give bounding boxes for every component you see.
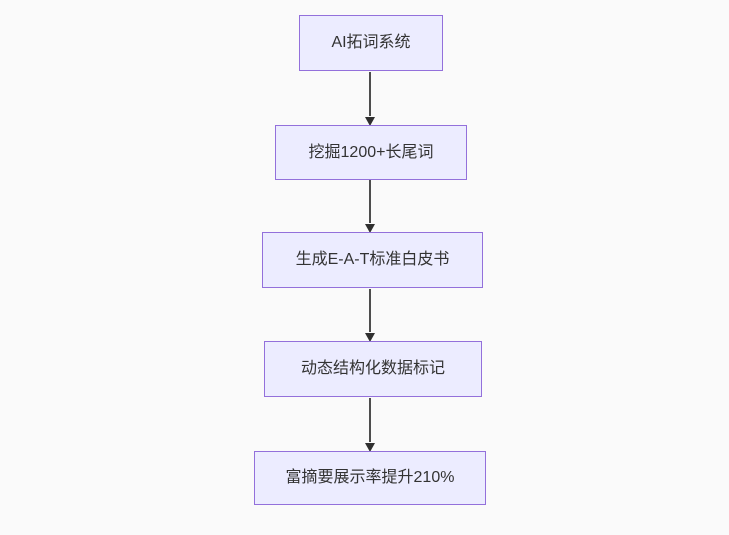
flowchart-node-rich-snippet-result: 富摘要展示率提升210% — [254, 451, 486, 505]
arrowhead-icon — [365, 333, 375, 342]
flowchart-node-longtail-keywords: 挖掘1200+长尾词 — [275, 125, 467, 180]
flowchart-node-ai-expansion: AI拓词系统 — [299, 15, 443, 71]
arrowhead-icon — [365, 224, 375, 233]
arrow-line — [369, 72, 371, 116]
arrow-line — [369, 180, 371, 223]
flowchart-node-structured-data: 动态结构化数据标记 — [264, 341, 482, 397]
node-label: 挖掘1200+长尾词 — [308, 143, 434, 161]
arrow-line — [369, 289, 371, 332]
flowchart-node-eat-whitepaper: 生成E-A-T标准白皮书 — [262, 232, 483, 288]
arrowhead-icon — [365, 443, 375, 452]
node-label: 生成E-A-T标准白皮书 — [295, 251, 450, 269]
node-label: AI拓词系统 — [331, 34, 411, 52]
node-label: 富摘要展示率提升210% — [285, 469, 455, 487]
arrowhead-icon — [365, 117, 375, 126]
node-label: 动态结构化数据标记 — [300, 360, 445, 378]
arrow-line — [369, 398, 371, 442]
